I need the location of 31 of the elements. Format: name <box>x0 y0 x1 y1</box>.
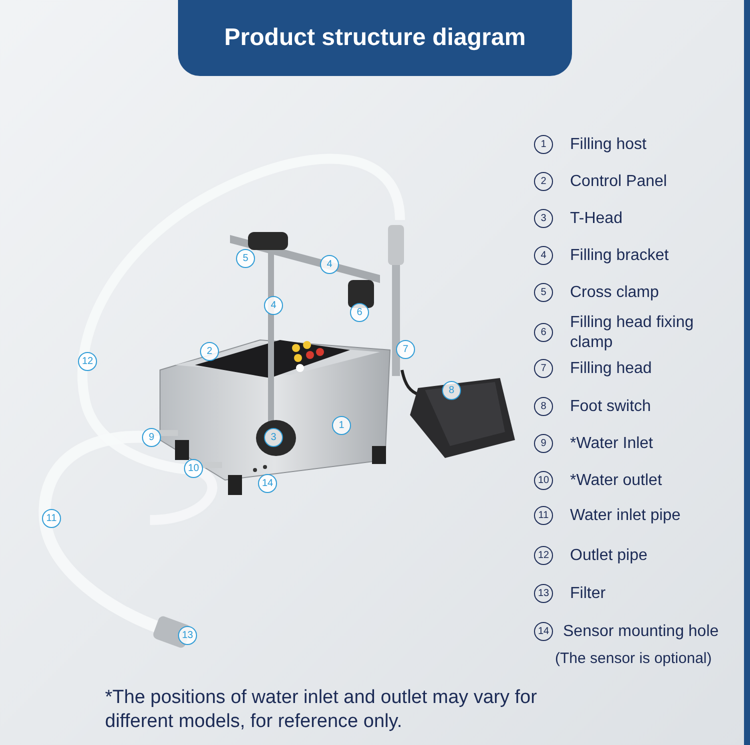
part-name: Water inlet pipe <box>570 506 681 526</box>
key-number: 9 <box>534 434 553 453</box>
key-number: 4 <box>534 246 553 265</box>
key-number: 1 <box>534 135 553 154</box>
part-name: Control Panel <box>570 172 667 192</box>
key-number: 14 <box>534 622 553 641</box>
part-name: Filling head <box>570 359 652 379</box>
part-name: Cross clamp <box>570 283 659 303</box>
key-number: 12 <box>534 546 553 565</box>
part-name: T-Head <box>570 209 622 229</box>
part-name: Filter <box>570 584 606 604</box>
part-name: *Water Inlet <box>570 434 653 454</box>
key-number: 3 <box>534 209 553 228</box>
part-name: Filling bracket <box>570 246 669 266</box>
part-name: Outlet pipe <box>570 546 648 566</box>
note: (The sensor is optional) <box>555 650 712 667</box>
part-name: Foot switch <box>570 397 651 417</box>
key-number: 5 <box>534 283 553 302</box>
key-number: 13 <box>534 584 553 603</box>
key-number: 7 <box>534 359 553 378</box>
key-number: 2 <box>534 172 553 191</box>
key-number: 8 <box>534 397 553 416</box>
part-name: Filling host <box>570 135 646 155</box>
footnote: *The positions of water inlet and outlet may vary for different models, for reference only. <box>105 686 538 734</box>
title-banner: Product structure diagram <box>178 0 572 76</box>
part-name: *Water outlet <box>570 471 662 491</box>
key-number: 10 <box>534 471 553 490</box>
part-name: Sensor mounting hole <box>563 622 719 642</box>
key-number: 6 <box>534 323 553 342</box>
part-name: Filling head fixing clamp <box>570 313 695 353</box>
key-number: 11 <box>534 506 553 525</box>
